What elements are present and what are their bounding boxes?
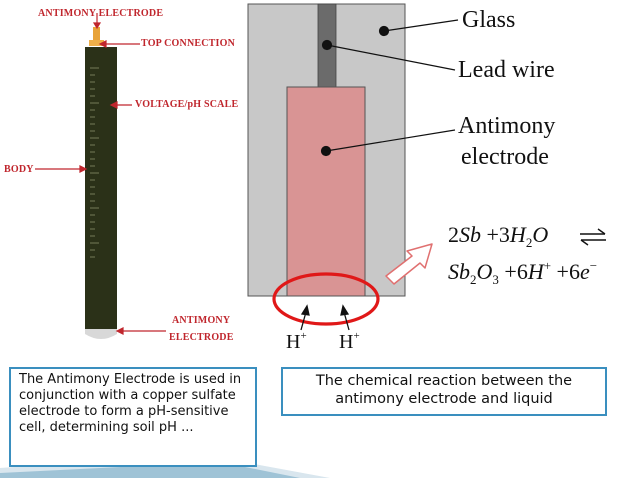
label-antimony-bottom-1: ANTIMONY <box>172 315 231 326</box>
antimony-tip <box>85 329 117 339</box>
antimony-core <box>286 86 366 297</box>
label-antimony-electrode-top: ANTIMONY ELECTRODE <box>38 8 164 19</box>
equation-line-2: Sb2O3 +6H+ +6e− <box>448 258 598 287</box>
caption-left-text: The Antimony Electrode is used in conjun… <box>19 372 242 435</box>
h-ion-arrow-right-head <box>340 304 350 316</box>
antimony-pointer <box>325 129 456 152</box>
label-lead-wire: Lead wire <box>458 57 555 83</box>
caption-box-left: The Antimony Electrode is used in conjun… <box>9 367 257 467</box>
label-electrode: electrode <box>461 144 549 170</box>
lead-wire-pointer <box>326 44 456 71</box>
electrode-body <box>85 47 117 329</box>
h-ion-left: H+ <box>286 330 307 353</box>
caption-right-text: The chemical reaction between the antimo… <box>315 373 573 407</box>
equation-line-1: 2Sb +3H2O <box>448 222 549 250</box>
cross-section-diagram <box>247 3 459 331</box>
label-voltage-ph-scale: VOLTAGE/pH SCALE <box>135 99 239 110</box>
reaction-zone-ring <box>272 272 380 326</box>
label-top-connection: TOP CONNECTION <box>141 38 236 49</box>
label-antimony: Antimony <box>458 113 556 139</box>
arrow-top-connection-head <box>98 40 107 48</box>
caption-box-right: The chemical reaction between the antimo… <box>281 367 607 416</box>
voltage-ph-scale <box>90 67 99 258</box>
equilibrium-arrows <box>580 228 606 246</box>
arrow-top-label-head <box>92 22 102 30</box>
arrow-scale-head <box>109 101 118 109</box>
arrow-body-head <box>79 165 88 173</box>
electrode-illustration <box>35 13 166 339</box>
arrow-bottom-head <box>115 327 124 335</box>
glass-pointer <box>383 19 459 32</box>
top-connection-cap <box>89 40 104 46</box>
reaction-arrow <box>385 243 433 285</box>
top-connection-pin <box>93 27 100 43</box>
h-ion-arrow-left-head <box>300 304 310 316</box>
label-antimony-bottom-2: ELECTRODE <box>169 332 234 343</box>
label-glass: Glass <box>462 7 516 33</box>
label-body: BODY <box>4 164 34 175</box>
h-ion-right: H+ <box>339 330 360 353</box>
